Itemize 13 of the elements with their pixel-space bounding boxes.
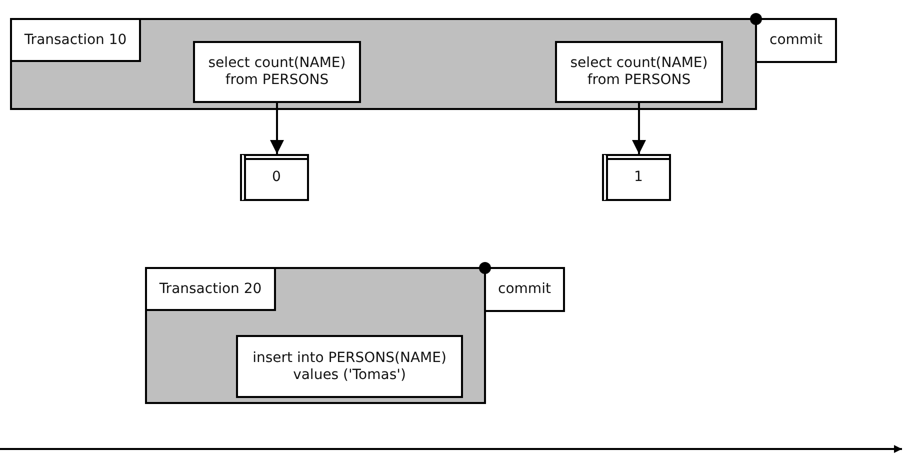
statement-box: select count(NAME) from PERSONS xyxy=(555,41,723,103)
arrow xyxy=(632,103,646,154)
transaction-band xyxy=(10,18,757,110)
statement-box: insert into PERSONS(NAME) values ('Tomas') xyxy=(236,335,463,398)
result-box: 0 xyxy=(240,154,309,201)
heading-tab: Transaction 20 xyxy=(145,267,276,311)
arrow xyxy=(270,103,284,154)
statement-box: select count(NAME) from PERSONS xyxy=(193,41,361,103)
heading-tab: Transaction 10 xyxy=(10,18,141,62)
result-box: 1 xyxy=(602,154,671,201)
commit-box: commit xyxy=(484,267,565,312)
commit-box: commit xyxy=(755,18,837,63)
transaction-band xyxy=(145,267,486,404)
